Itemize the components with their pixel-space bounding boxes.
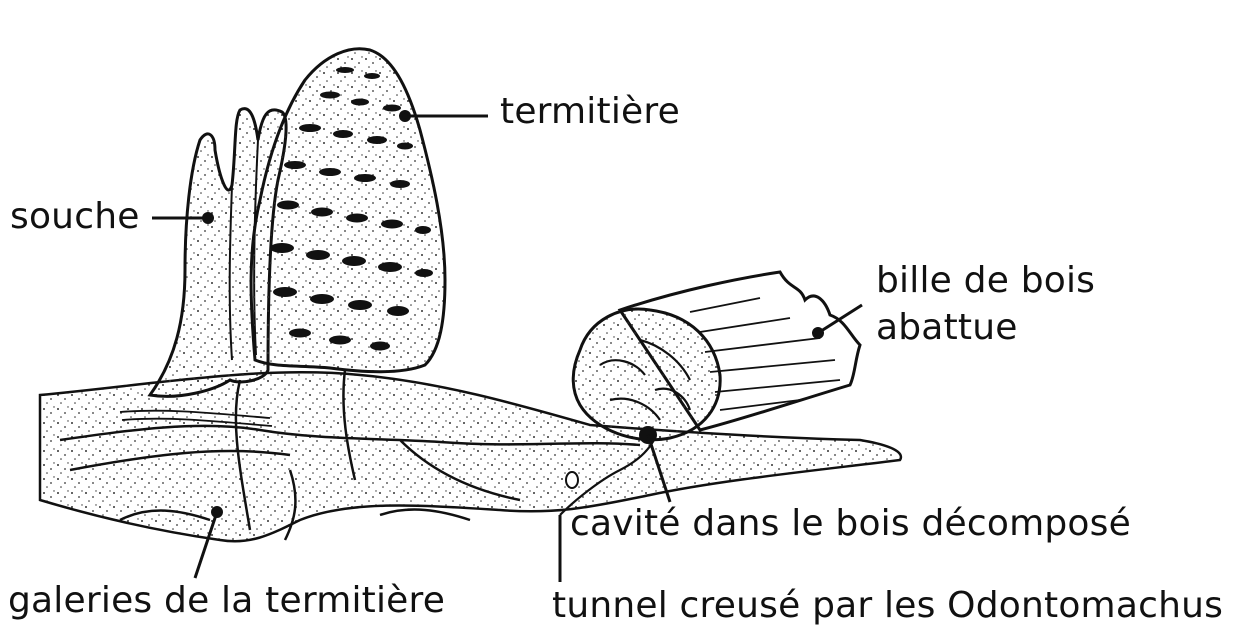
leader-dot-souche [204, 214, 213, 223]
tunnel-chamber [566, 472, 578, 488]
label-bille-de-bois: bille de bois [876, 263, 1095, 299]
leader-dot-bille [814, 329, 823, 338]
label-abattue: abattue [876, 310, 1018, 346]
label-galeries: galeries de la termitière [8, 583, 445, 619]
label-tunnel: tunnel creusé par les Odontomachus [552, 588, 1223, 624]
label-termitiere: termitière [500, 94, 680, 130]
label-souche: souche [10, 199, 140, 235]
leader-dot-termitiere [401, 112, 410, 121]
leader-dot-galeries [213, 508, 222, 517]
termite-mound [251, 49, 445, 372]
label-cavite: cavité dans le bois décomposé [570, 506, 1131, 542]
